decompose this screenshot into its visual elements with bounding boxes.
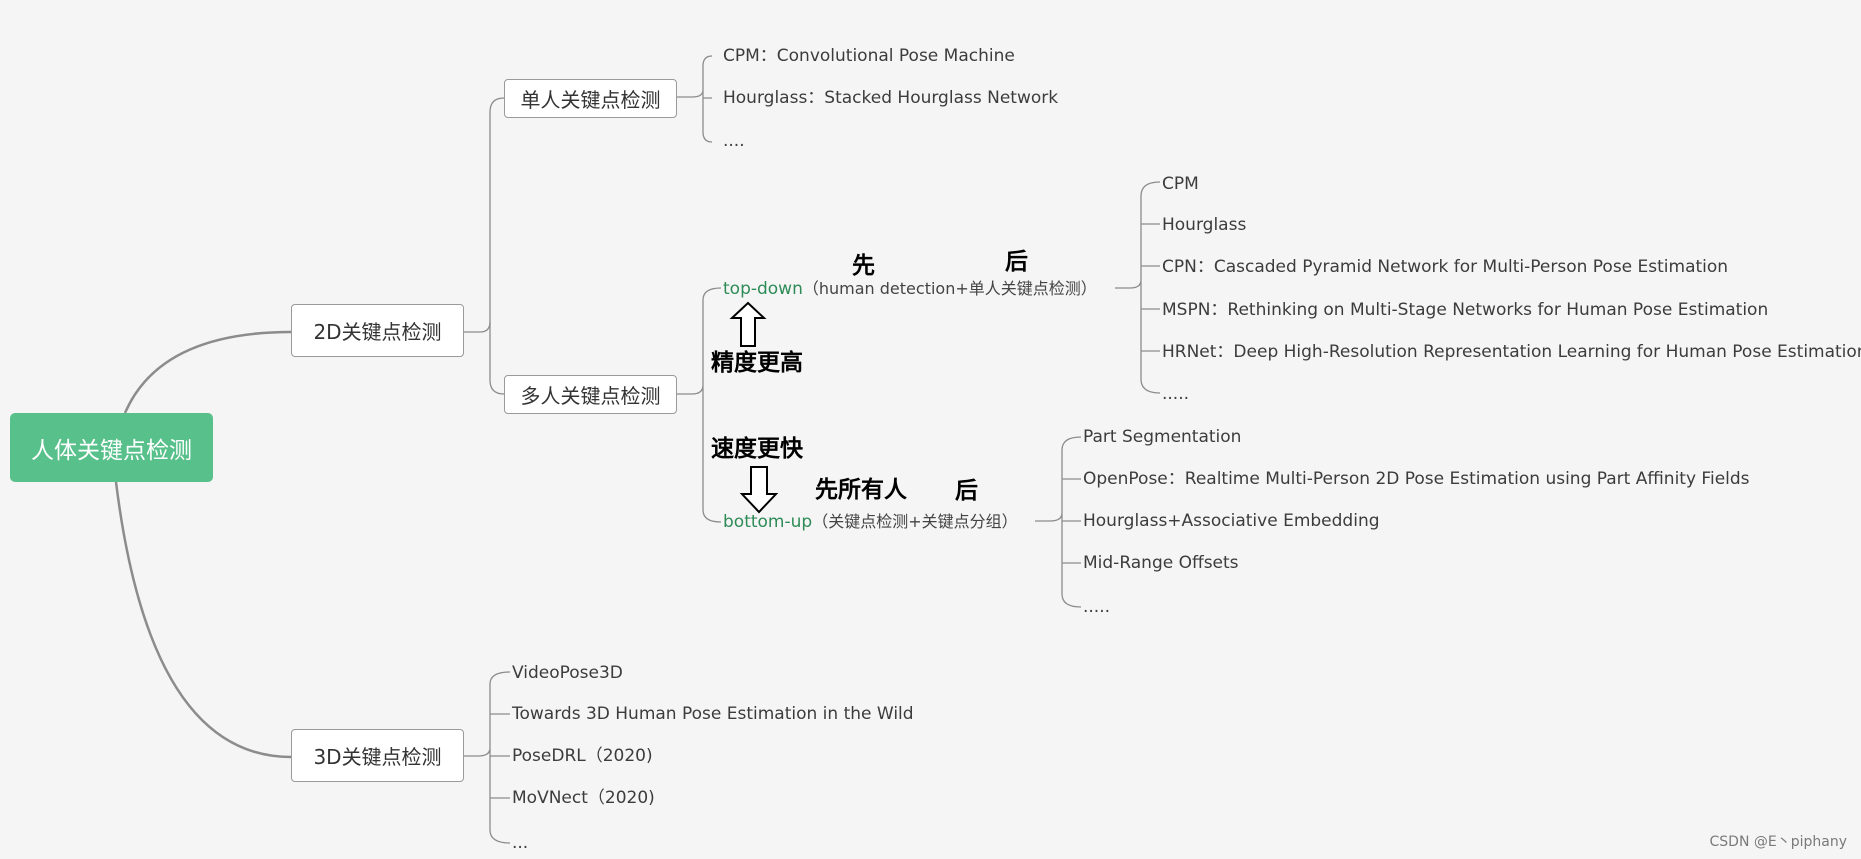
top-down-name: top-down [723,279,803,299]
bottom-up-name: bottom-up [723,512,813,532]
single-bracket [677,55,713,143]
annotation-faster-speed: 速度更快 [711,436,803,462]
3d-item-more[interactable]: ... [512,833,529,853]
method-bottom-up[interactable]: bottom-up（关键点检测+关键点分组） [723,511,1018,533]
up-arrow-icon [729,301,767,347]
annotation-after: 后 [1005,249,1028,275]
bottomup-item-more[interactable]: ..... [1083,597,1111,617]
3d-item-videopose3d[interactable]: VideoPose3D [512,663,623,683]
3d-item-posedrl[interactable]: PoseDRL（2020) [512,746,653,766]
csdn-watermark: CSDN @E丶piphany [1709,834,1847,850]
bottomup-item-part-segmentation[interactable]: Part Segmentation [1083,427,1242,447]
topdown-bracket [1115,181,1161,394]
root-node[interactable]: 人体关键点检测 [10,413,213,482]
topdown-item-hourglass[interactable]: Hourglass [1162,215,1247,235]
topdown-item-more[interactable]: ..... [1162,384,1190,404]
multi-bracket [677,287,722,523]
branch-single-label: 单人关键点检测 [520,88,661,112]
branch-multi-person[interactable]: 多人关键点检测 [504,375,677,414]
branch-single-person[interactable]: 单人关键点检测 [504,79,677,118]
bottomup-bracket [1035,436,1082,608]
annotation-first-all-people: 先所有人 [815,477,907,503]
branch-2d[interactable]: 2D关键点检测 [291,304,464,357]
root-label: 人体关键点检测 [31,437,192,464]
branch-3d-label: 3D关键点检测 [313,745,442,769]
2d-bracket [464,97,505,395]
method-top-down[interactable]: top-down（human detection+单人关键点检测） [723,278,1097,300]
3d-item-movnect[interactable]: MoVNect（2020) [512,788,655,808]
annotation-higher-precision: 精度更高 [711,350,803,376]
down-arrow-icon [739,466,779,514]
bottomup-item-mid-range-offsets[interactable]: Mid-Range Offsets [1083,553,1239,573]
annotation-first: 先 [852,253,875,279]
single-item-hourglass[interactable]: Hourglass：Stacked Hourglass Network [723,88,1059,108]
bottomup-item-openpose[interactable]: OpenPose：Realtime Multi-Person 2D Pose E… [1083,469,1750,489]
bottom-up-desc: （关键点检测+关键点分组） [812,512,1018,531]
single-item-more[interactable]: .... [723,131,745,151]
topdown-item-cpn[interactable]: CPN：Cascaded Pyramid Network for Multi-P… [1162,257,1729,277]
topdown-item-hrnet[interactable]: HRNet：Deep High-Resolution Representatio… [1162,342,1861,362]
single-item-cpm[interactable]: CPM：Convolutional Pose Machine [723,46,1015,66]
3d-item-in-the-wild[interactable]: Towards 3D Human Pose Estimation in the … [512,704,914,724]
root-to-3d-connector [114,481,292,759]
branch-multi-label: 多人关键点检测 [520,384,661,408]
branch-2d-label: 2D关键点检测 [313,320,442,344]
topdown-item-cpm[interactable]: CPM [1162,174,1199,194]
3d-bracket [464,671,511,844]
root-to-2d-connector [123,330,292,414]
top-down-desc: （human detection+单人关键点检测） [802,279,1097,298]
2d-bracket-stem [479,321,491,333]
branch-3d[interactable]: 3D关键点检测 [291,729,464,782]
annotation-after-2: 后 [955,478,978,504]
topdown-item-mspn[interactable]: MSPN：Rethinking on Multi-Stage Networks … [1162,300,1769,320]
bottomup-item-associative-embedding[interactable]: Hourglass+Associative Embedding [1083,511,1380,531]
